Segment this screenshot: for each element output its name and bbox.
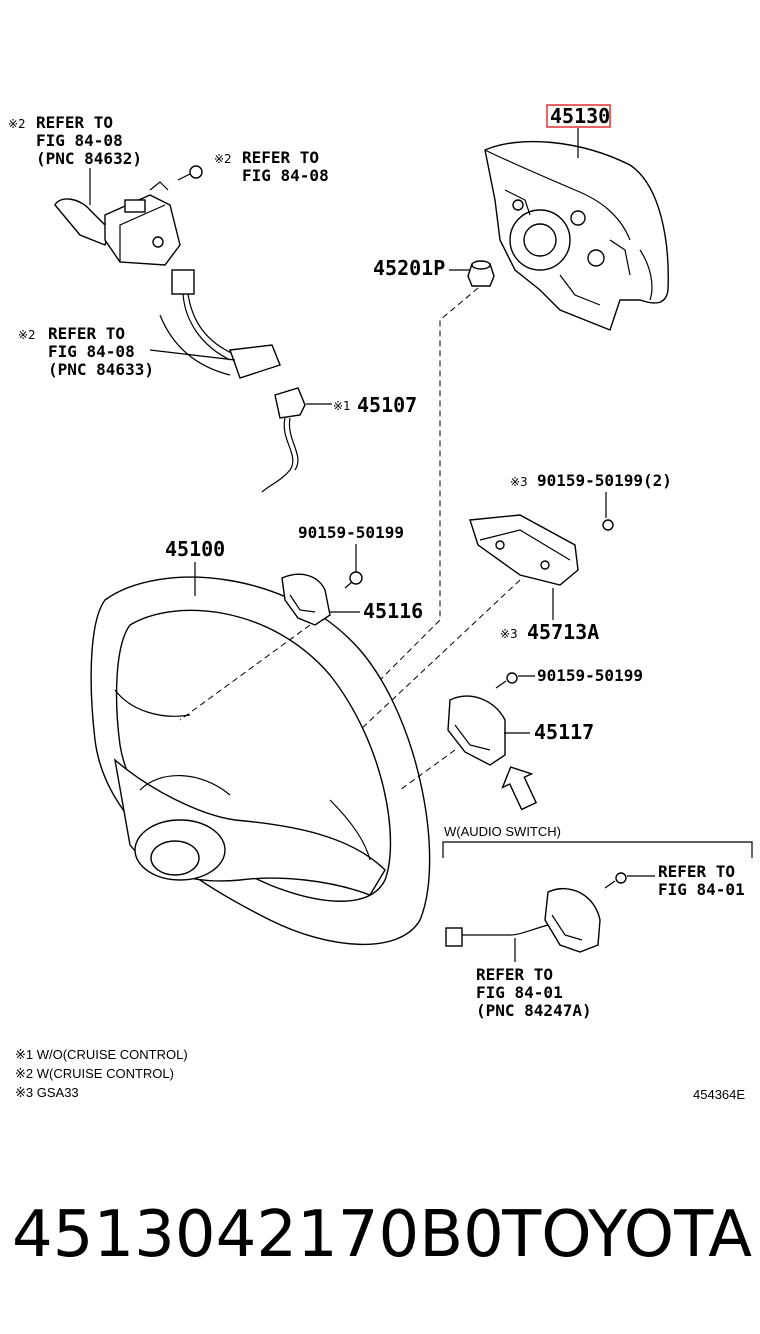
ref3-pnc: (PNC 84633) [48,360,154,379]
label-bolt-a: 90159-50199 [298,523,404,542]
brand-name: TOYOTA [502,1198,752,1272]
steering-wheel-drawing [90,576,431,946]
arrow-up-icon [501,766,538,811]
airbag-module-drawing [484,140,669,331]
label-45116: 45116 [363,599,423,623]
ref2-fig: FIG 84-08 [242,166,329,185]
harness-45107-drawing [261,387,306,493]
dashed-assembly-line-2 [179,624,311,721]
label-45107: 45107 [357,393,417,417]
note-3: ※3 GSA33 [15,1085,79,1100]
dashed-assembly-line-4 [399,749,456,791]
label-bolt-b-mark: ※3 [510,475,528,489]
note-2: ※2 W(CRUISE CONTROL) [15,1066,174,1081]
ref5-fig: FIG 84-01 [476,983,563,1002]
dashed-assembly-line-1 [299,287,479,761]
ref1-pnc: (PNC 84632) [36,149,142,168]
part-number: 4513042170B0 [12,1198,504,1272]
ref3-refer-to: REFER TO [48,324,125,343]
label-45713a-mark: ※3 [500,627,518,641]
cover-45116-drawing [281,571,363,626]
ref3-mark: ※2 [18,328,36,342]
ref1-fig: FIG 84-08 [36,131,123,150]
cruise-switch-drawing [54,181,181,266]
ref5-refer-to: REFER TO [476,965,553,984]
dashed-assembly-line-3 [359,579,521,731]
harness-84633-drawing [159,269,281,379]
cover-45117-drawing [447,672,518,766]
ref1-refer-to: REFER TO [36,113,113,132]
label-bolt-c: 90159-50199 [537,666,643,685]
nut-45201p-drawing [467,260,495,287]
label-45117: 45117 [534,720,594,744]
ref2-mark: ※2 [214,152,232,166]
label-bolt-b: 90159-50199(2) [537,471,672,490]
label-45201p: 45201P [373,256,445,280]
label-45713a: 45713A [527,620,599,644]
ref4-fig: FIG 84-01 [658,880,745,899]
ref3-fig: FIG 84-08 [48,342,135,361]
bracket-45713a-drawing [469,514,614,586]
footer-caption: 4513042170B0 TOYOTA [12,1190,752,1280]
illustration-id: 454364E [693,1087,745,1102]
ref4-refer-to: REFER TO [658,862,735,881]
ref5-pnc: (PNC 84247A) [476,1001,592,1020]
audio-switch-bracket [442,841,753,858]
audio-switch-drawing [445,872,627,953]
audio-switch-caption: W(AUDIO SWITCH) [444,824,561,839]
leader-84633 [149,349,236,361]
label-45107-mark: ※1 [333,399,351,413]
ref2-refer-to: REFER TO [242,148,319,167]
ref1-mark: ※2 [8,117,26,131]
screw-1-drawing [177,165,203,181]
pnc-highlight-box [546,104,611,128]
label-45130: 45130 [550,104,610,128]
label-45100: 45100 [165,537,225,561]
note-1: ※1 W/O(CRUISE CONTROL) [15,1047,188,1062]
